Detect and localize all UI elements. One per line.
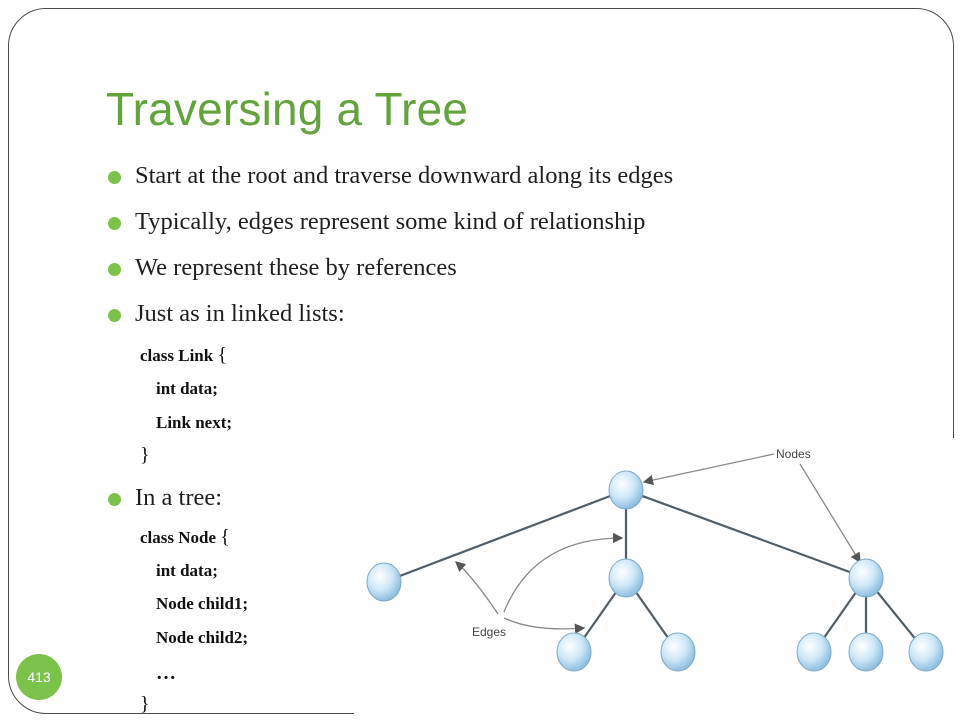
page-number-badge: 413 xyxy=(16,654,62,700)
tree-node xyxy=(848,558,884,598)
tree-diagram-panel: Nodes Edges xyxy=(354,438,960,720)
tree-node xyxy=(608,558,644,598)
nodes-label: Nodes xyxy=(776,447,811,461)
code-brace: } xyxy=(140,444,150,466)
edges-label: Edges xyxy=(472,625,506,639)
edge-line xyxy=(383,488,627,584)
code-brace: { xyxy=(217,344,228,366)
code-line: class Node { xyxy=(140,526,230,549)
bullet-dot-icon xyxy=(108,263,121,276)
code-keyword: class Link xyxy=(140,346,214,365)
code-line: … xyxy=(156,662,176,684)
code-keyword: class Node xyxy=(140,528,217,547)
code-line: } xyxy=(140,693,150,716)
code-line: int data; xyxy=(156,379,218,398)
code-line: Node child2; xyxy=(156,628,249,647)
annotation-arrows xyxy=(455,453,861,634)
code-brace: } xyxy=(140,693,150,715)
bullet-dot-icon xyxy=(108,309,121,322)
code-line: } xyxy=(140,444,150,467)
code-line: Link next; xyxy=(156,413,233,432)
slide-title: Traversing a Tree xyxy=(106,83,469,135)
tree-diagram: Nodes Edges xyxy=(366,447,944,672)
tree-nodes xyxy=(366,470,944,672)
edges-arrow xyxy=(503,617,586,634)
code-line: int data; xyxy=(156,561,218,580)
tree-node xyxy=(660,632,696,672)
bullet-dot-icon xyxy=(108,171,121,184)
edge-line xyxy=(625,488,867,580)
bullet-text: Just as in linked lists: xyxy=(135,300,345,327)
tree-node xyxy=(608,470,644,510)
tree-node xyxy=(556,632,592,672)
nodes-arrow xyxy=(799,463,861,564)
tree-node xyxy=(366,562,402,602)
nodes-arrow xyxy=(642,453,775,486)
code-line: class Link { xyxy=(140,344,227,367)
tree-node xyxy=(796,632,832,672)
bullet-text: Typically, edges represent some kind of … xyxy=(135,208,646,235)
code-brace: { xyxy=(220,526,230,548)
tree-node xyxy=(848,632,884,672)
edges-arrow xyxy=(455,561,499,615)
tree-node xyxy=(908,632,944,672)
bullet-text: We represent these by references xyxy=(135,254,457,281)
edges-arrow xyxy=(503,532,624,613)
bullet-text: Start at the root and traverse downward … xyxy=(135,162,674,189)
code-line: Node child1; xyxy=(156,594,249,613)
bullet-text: In a tree: xyxy=(135,484,223,511)
bullet-dot-icon xyxy=(108,217,121,230)
bullet-dot-icon xyxy=(108,493,121,506)
